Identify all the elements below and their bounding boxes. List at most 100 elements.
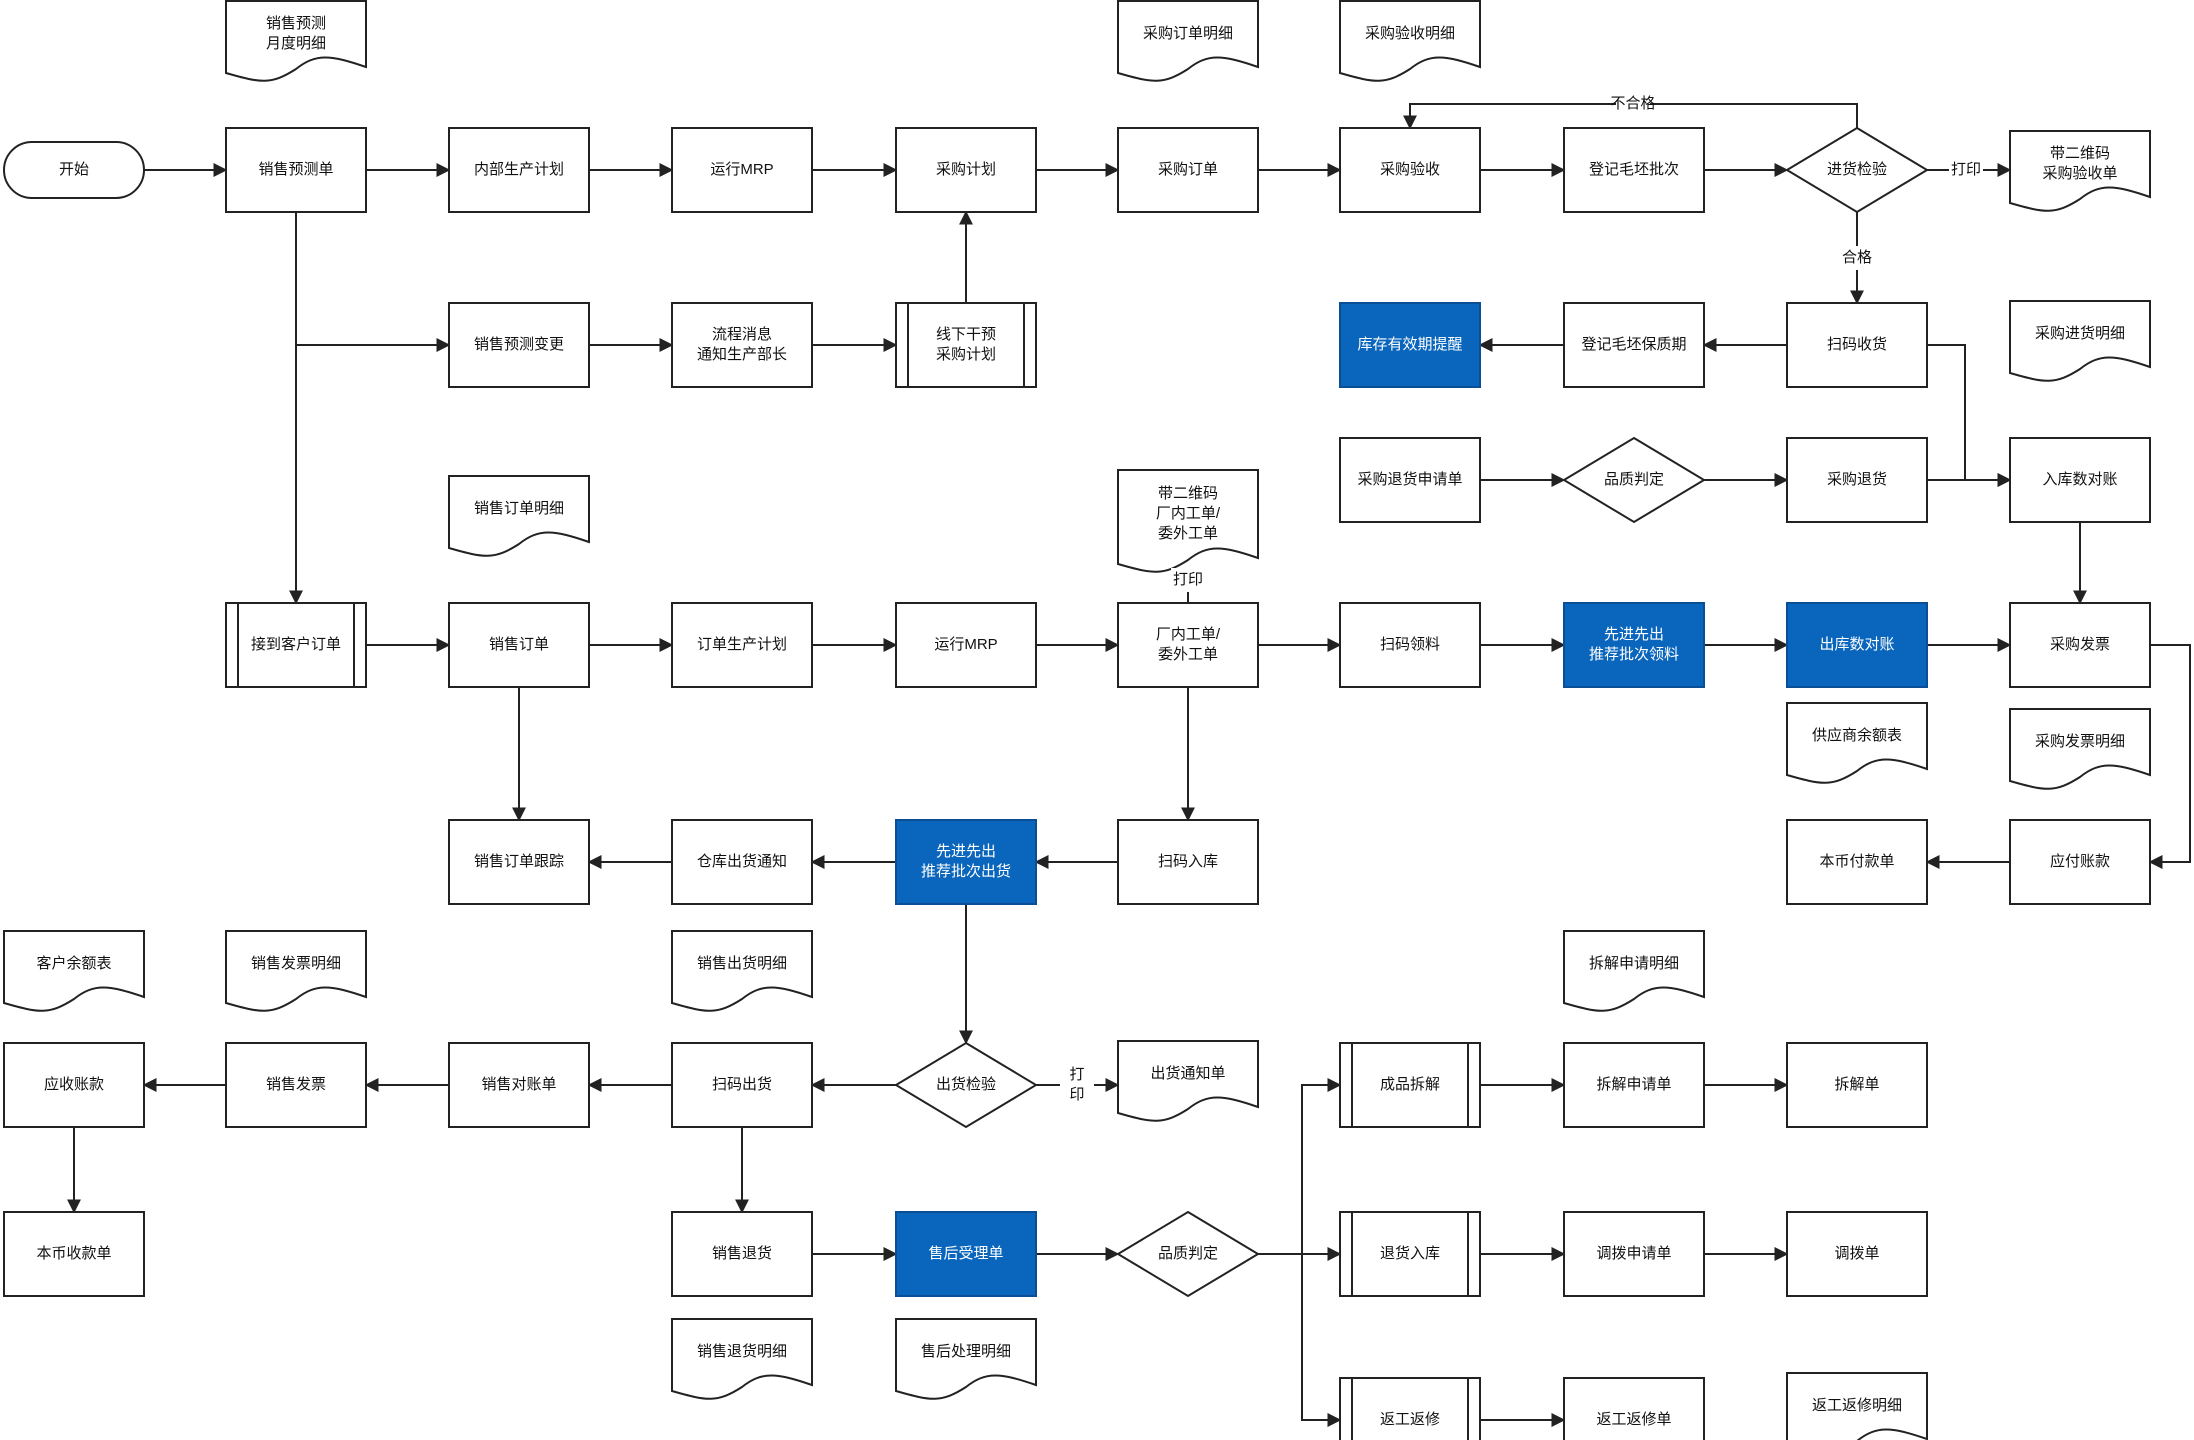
doc-purchase-invoice-detail-node: 采购发票明细 <box>2009 708 2151 790</box>
accounts-payable-node: 应付账款 <box>2009 819 2151 905</box>
doc-disassembly-detail-label: 拆解申请明细 <box>1589 955 1679 972</box>
rework-doc-label: 返工返修单 <box>1596 1411 1671 1428</box>
transfer-request-node: 调拨申请单 <box>1563 1211 1705 1297</box>
run-mrp-2-node: 运行MRP <box>895 602 1037 688</box>
rework-node: 返工返修 <box>1339 1377 1481 1440</box>
fifo-pick-node: 先进先出推荐批次领料 <box>1563 602 1705 688</box>
purchase-receive-label: 采购验收 <box>1380 161 1440 178</box>
connector-37 <box>2148 644 2191 869</box>
work-order-node: 厂内工单/委外工单 <box>1117 602 1259 688</box>
internal-prod-plan-node: 内部生产计划 <box>448 127 590 213</box>
doc-forecast-monthly-label: 销售预测月度明细 <box>266 15 326 52</box>
sales-statement-label: 销售对账单 <box>481 1076 556 1093</box>
connector-label-bg <box>1840 246 1874 270</box>
doc-rework-detail-node: 返工返修明细 <box>1786 1372 1928 1440</box>
quality-judge-1-node: 品质判定 <box>1562 436 1706 524</box>
start-node: 开始 <box>3 141 145 199</box>
receive-customer-order-node: 接到客户订单 <box>225 602 367 688</box>
doc-qr-workorder-label: 带二维码厂内工单/委外工单 <box>1156 485 1221 542</box>
qr-receipt-node: 带二维码采购验收单 <box>2009 130 2151 212</box>
ship-notice-label: 仓库出货通知 <box>697 853 787 870</box>
quality-judge-2-label: 品质判定 <box>1158 1245 1218 1262</box>
doc-sales-invoice-detail-node: 销售发票明细 <box>225 930 367 1012</box>
inbound-recon-label: 入库数对账 <box>2042 471 2117 488</box>
doc-purchase-invoice-detail-label: 采购发票明细 <box>2035 733 2125 750</box>
sales-invoice-node: 销售发票 <box>225 1042 367 1128</box>
purchase-plan-node: 采购计划 <box>895 127 1037 213</box>
return-inbound-node: 退货入库 <box>1339 1211 1481 1297</box>
forecast-change-label: 销售预测变更 <box>474 336 564 353</box>
sales-forecast-label: 销售预测单 <box>258 161 333 178</box>
doc-so-detail-label: 销售订单明细 <box>474 500 564 517</box>
product-disassembly-node: 成品拆解 <box>1339 1042 1481 1128</box>
transfer-doc-node: 调拨单 <box>1786 1211 1928 1297</box>
transfer-doc-label: 调拨单 <box>1834 1245 1879 1262</box>
purchase-plan-label: 采购计划 <box>936 161 996 178</box>
ship-notice-doc-label: 出货通知单 <box>1150 1065 1225 1082</box>
incoming-inspect-label: 进货检验 <box>1827 161 1887 178</box>
doc-disassembly-detail-node: 拆解申请明细 <box>1563 930 1705 1012</box>
doc-after-sales-detail-node: 售后处理明细 <box>895 1318 1037 1400</box>
scan-inbound-label: 扫码入库 <box>1158 853 1218 870</box>
accounts-receivable-label: 应收账款 <box>44 1075 104 1093</box>
run-mrp-1-label: 运行MRP <box>710 161 773 178</box>
doc-sales-invoice-detail-label: 销售发票明细 <box>251 955 341 972</box>
connector-label-print-ship: 打印 <box>1069 1066 1084 1103</box>
fifo-pick-label: 先进先出推荐批次领料 <box>1589 626 1679 663</box>
ship-inspect-node: 出货检验 <box>894 1041 1038 1129</box>
doc-customer-balance-label: 客户余额表 <box>36 954 111 972</box>
outbound-recon-label: 出库数对账 <box>1819 636 1894 653</box>
run-mrp-2-label: 运行MRP <box>934 636 997 653</box>
sales-forecast-node: 销售预测单 <box>225 127 367 213</box>
sales-order-label: 销售订单 <box>489 636 549 653</box>
purchase-order-label: 采购订单 <box>1158 161 1218 178</box>
notify-manager-label: 流程消息通知生产部长 <box>697 326 787 363</box>
scan-pick-node: 扫码领料 <box>1339 602 1481 688</box>
doc-supplier-balance-label: 供应商余额表 <box>1812 726 1902 744</box>
qr-receipt-label: 带二维码采购验收单 <box>2042 145 2117 182</box>
receipt-voucher-node: 本币收款单 <box>3 1211 145 1297</box>
purchase-invoice-label: 采购发票 <box>2050 636 2110 653</box>
so-tracking-node: 销售订单跟踪 <box>448 819 590 905</box>
incoming-inspect-node: 进货检验 <box>1785 126 1929 214</box>
scan-ship-node: 扫码出货 <box>671 1042 813 1128</box>
reg-batch-node: 登记毛坯批次 <box>1563 127 1705 213</box>
doc-sales-return-detail-node: 销售退货明细 <box>671 1318 813 1400</box>
product-disassembly-label: 成品拆解 <box>1380 1076 1440 1093</box>
start-label: 开始 <box>59 161 89 178</box>
ship-notice-node: 仓库出货通知 <box>671 819 813 905</box>
scan-receive-label: 扫码收货 <box>1827 336 1887 353</box>
doc-sales-ship-detail-node: 销售出货明细 <box>671 930 813 1012</box>
doc-rework-detail-label: 返工返修明细 <box>1812 1397 1902 1414</box>
reg-shelf-node: 登记毛坯保质期 <box>1563 302 1705 388</box>
doc-customer-balance-node: 客户余额表 <box>3 930 145 1012</box>
work-order-label: 厂内工单/委外工单 <box>1156 626 1221 663</box>
ship-notice-doc-node: 出货通知单 <box>1117 1040 1259 1122</box>
payment-voucher-node: 本币付款单 <box>1786 819 1928 905</box>
disassembly-doc-label: 拆解单 <box>1834 1076 1879 1093</box>
receive-customer-order-label: 接到客户订单 <box>251 636 341 653</box>
purchase-return-label: 采购退货 <box>1827 471 1887 488</box>
doc-sales-ship-detail-label: 销售出货明细 <box>697 955 787 972</box>
connector-label-bg <box>1616 92 1650 116</box>
so-tracking-label: 销售订单跟踪 <box>474 853 564 870</box>
doc-receive-detail-node: 采购验收明细 <box>1339 0 1481 82</box>
purchase-invoice-node: 采购发票 <box>2009 602 2151 688</box>
internal-prod-plan-label: 内部生产计划 <box>474 161 564 178</box>
accounts-receivable-node: 应收账款 <box>3 1042 145 1128</box>
receipt-voucher-label: 本币收款单 <box>36 1245 111 1262</box>
fifo-ship-node: 先进先出推荐批次出货 <box>895 819 1037 905</box>
rework-label: 返工返修 <box>1380 1411 1440 1428</box>
purchase-receive-node: 采购验收 <box>1339 127 1481 213</box>
notify-manager-node: 流程消息通知生产部长 <box>671 302 813 388</box>
fifo-ship-label: 先进先出推荐批次出货 <box>921 843 1011 880</box>
outbound-recon-node: 出库数对账 <box>1786 602 1928 688</box>
stock-expiry-label: 库存有效期提醒 <box>1357 336 1462 353</box>
after-sales-node: 售后受理单 <box>895 1211 1037 1297</box>
connector-label-bg <box>1171 568 1205 592</box>
scan-ship-label: 扫码出货 <box>712 1076 772 1093</box>
sales-return-label: 销售退货 <box>712 1245 772 1262</box>
reg-shelf-label: 登记毛坯保质期 <box>1581 336 1686 353</box>
